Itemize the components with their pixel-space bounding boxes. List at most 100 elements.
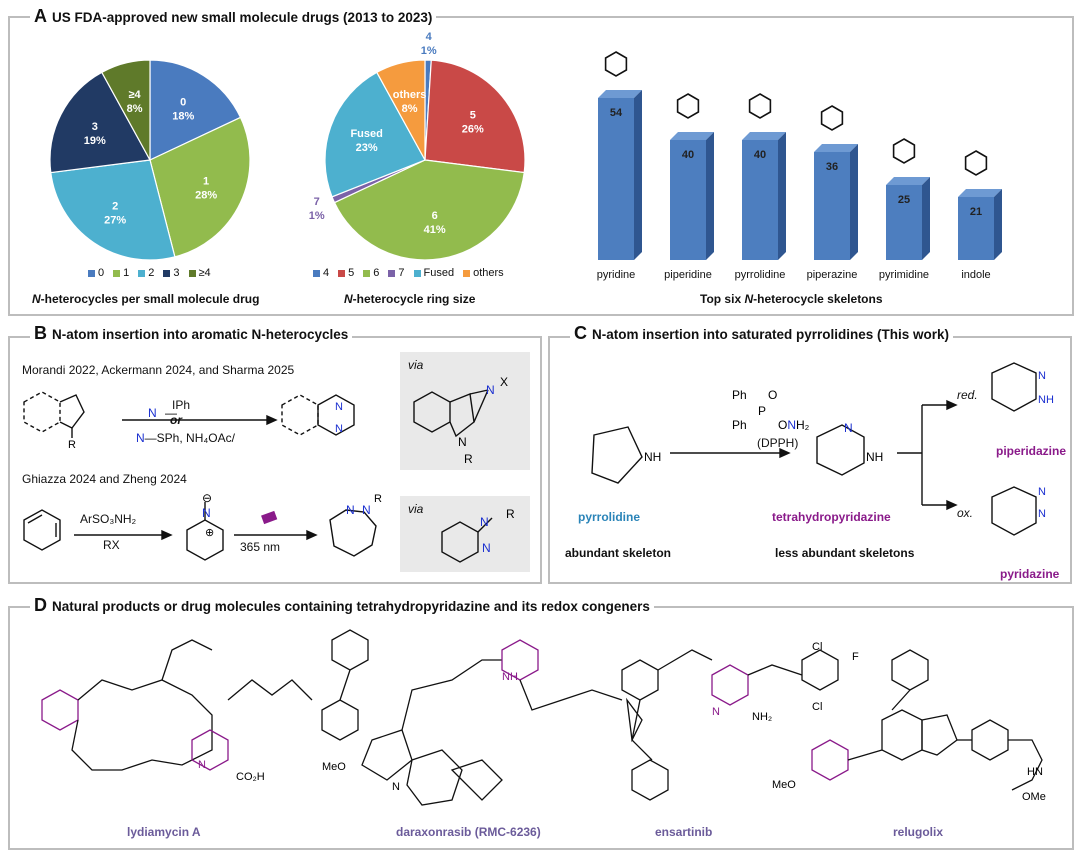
legend-label: 5 <box>348 267 355 279</box>
pie-value-label: 8% <box>402 103 418 115</box>
legend-item: 5 <box>338 267 354 279</box>
pie-value-label: 19% <box>84 135 106 147</box>
heterocycle-structure-icon <box>964 150 988 176</box>
pie1-caption: N-heterocycles per small molecule drug <box>32 292 260 306</box>
pie-slice-Fused <box>324 71 426 198</box>
legend-label: others <box>473 267 504 279</box>
svg-text:N: N <box>346 503 355 517</box>
pie-label: 0 <box>180 97 186 109</box>
pyrrolidine-label: pyrrolidine <box>578 510 641 524</box>
panel-b-scheme: R N N N — N ⊖ ⊕ N N R <box>23 391 382 561</box>
pie-value-label: 8% <box>127 103 143 115</box>
panel-b-refs-1: Morandi 2022, Ackermann 2024, and Sharma… <box>22 363 295 377</box>
panel-c-scheme: NH NH N N NH N N Ph Ph P O ONH₂ <box>591 362 1054 536</box>
pie-value-label: 23% <box>356 142 378 154</box>
via-box-2: via N N R <box>400 496 530 572</box>
pie-label: 3 <box>92 121 98 133</box>
svg-text:MeO: MeO <box>322 761 346 773</box>
legend-swatch <box>313 269 320 277</box>
pie-label: 4 <box>426 31 433 43</box>
svg-text:R: R <box>374 493 382 505</box>
bar-category-label: piperidine <box>664 269 712 281</box>
bar <box>742 132 786 260</box>
drug-name-ensartinib: ensartinib <box>655 825 713 839</box>
pie-slice-0 <box>149 59 242 161</box>
pie-slice-2 <box>50 159 176 261</box>
red-label: red. <box>957 388 978 402</box>
bar <box>814 144 858 260</box>
pie-label: 5 <box>470 109 476 121</box>
legend-label: ≥4 <box>198 267 211 279</box>
svg-text:N: N <box>1038 508 1046 520</box>
legend-label: 0 <box>98 267 105 279</box>
bar-category-label: piperazine <box>807 269 858 281</box>
svg-text:N: N <box>458 435 467 449</box>
legend-swatch <box>188 269 196 277</box>
svg-text:⊕: ⊕ <box>205 527 214 539</box>
bar <box>958 189 1002 260</box>
pie-slice-1 <box>149 116 251 258</box>
pie-value-label: 1% <box>309 210 325 222</box>
legend-item: 2 <box>138 267 154 279</box>
legend-label: 7 <box>398 267 405 279</box>
svg-text:ONH₂: ONH₂ <box>778 418 810 432</box>
svg-text:N: N <box>482 541 491 555</box>
svg-text:O: O <box>768 388 777 402</box>
legend-swatch <box>163 269 171 277</box>
or-label: or <box>170 413 182 427</box>
pie-label: Fused <box>350 128 382 140</box>
svg-text:N: N <box>392 781 400 793</box>
bar-value-label: 40 <box>754 149 766 161</box>
drug-name-lydiamycin: lydiamycin A <box>127 825 201 839</box>
bar-category-label: pyrrolidine <box>735 269 786 281</box>
svg-text:N: N <box>1038 486 1046 498</box>
svg-text:N: N <box>198 759 206 771</box>
bar-value-label: 21 <box>970 206 982 218</box>
pie-value-label: 18% <box>172 111 194 123</box>
panel-b-refs-2: Ghiazza 2024 and Zheng 2024 <box>22 472 187 486</box>
piperidazine-label: piperidazine <box>996 444 1067 458</box>
less-abundant-label: less abundant skeletons <box>775 546 915 560</box>
pie-chart-heterocycle-count: 018%128%227%319%≥48% <box>49 59 251 261</box>
reagent-sph: N—SPh, NH₄OAc/ <box>136 431 235 445</box>
svg-text:N: N <box>712 706 720 718</box>
svg-text:MeO: MeO <box>772 779 796 791</box>
pyridazine-label: pyridazine <box>1000 567 1060 581</box>
svg-text:Cl: Cl <box>812 701 822 713</box>
pie1-legend: 0 1 2 3 ≥4 <box>88 267 211 279</box>
bar-category-label: indole <box>961 269 990 281</box>
svg-text:N: N <box>148 406 157 420</box>
panel-d-structures: N CO₂H NH MeO N N NH₂ Cl Cl F MeO HN OMe <box>41 629 1046 806</box>
heterocycle-structure-icon <box>820 105 844 131</box>
bar-value-label: 54 <box>610 107 623 119</box>
svg-text:NH: NH <box>1038 394 1054 406</box>
legend-swatch <box>338 269 346 277</box>
legend-swatch <box>363 269 371 277</box>
wavelength-label: 365 nm <box>240 540 281 554</box>
bar-value-label: 25 <box>898 194 910 206</box>
pie2-caption: N-heterocycle ring size <box>344 292 476 306</box>
svg-text:N: N <box>335 401 343 413</box>
legend-label: 3 <box>173 267 180 279</box>
pie-slice-3 <box>49 71 151 174</box>
svg-text:N: N <box>202 506 211 520</box>
legend-label: 2 <box>148 267 155 279</box>
svg-text:⊖: ⊖ <box>202 491 212 505</box>
bar-category-label: pyrimidine <box>879 269 929 281</box>
svg-text:CO₂H: CO₂H <box>236 771 265 783</box>
svg-text:X: X <box>500 375 508 389</box>
legend-label: Fused <box>423 267 455 279</box>
pie-label: 7 <box>314 196 320 208</box>
legend-item: 1 <box>113 267 129 279</box>
bar-chart-top-six: 54pyridine40piperidine40pyrrolidine36pip… <box>597 51 1002 281</box>
legend-label: 1 <box>123 267 130 279</box>
pie-value-label: 1% <box>421 45 437 57</box>
heterocycle-structure-icon <box>892 138 916 164</box>
svg-text:R: R <box>506 507 515 521</box>
